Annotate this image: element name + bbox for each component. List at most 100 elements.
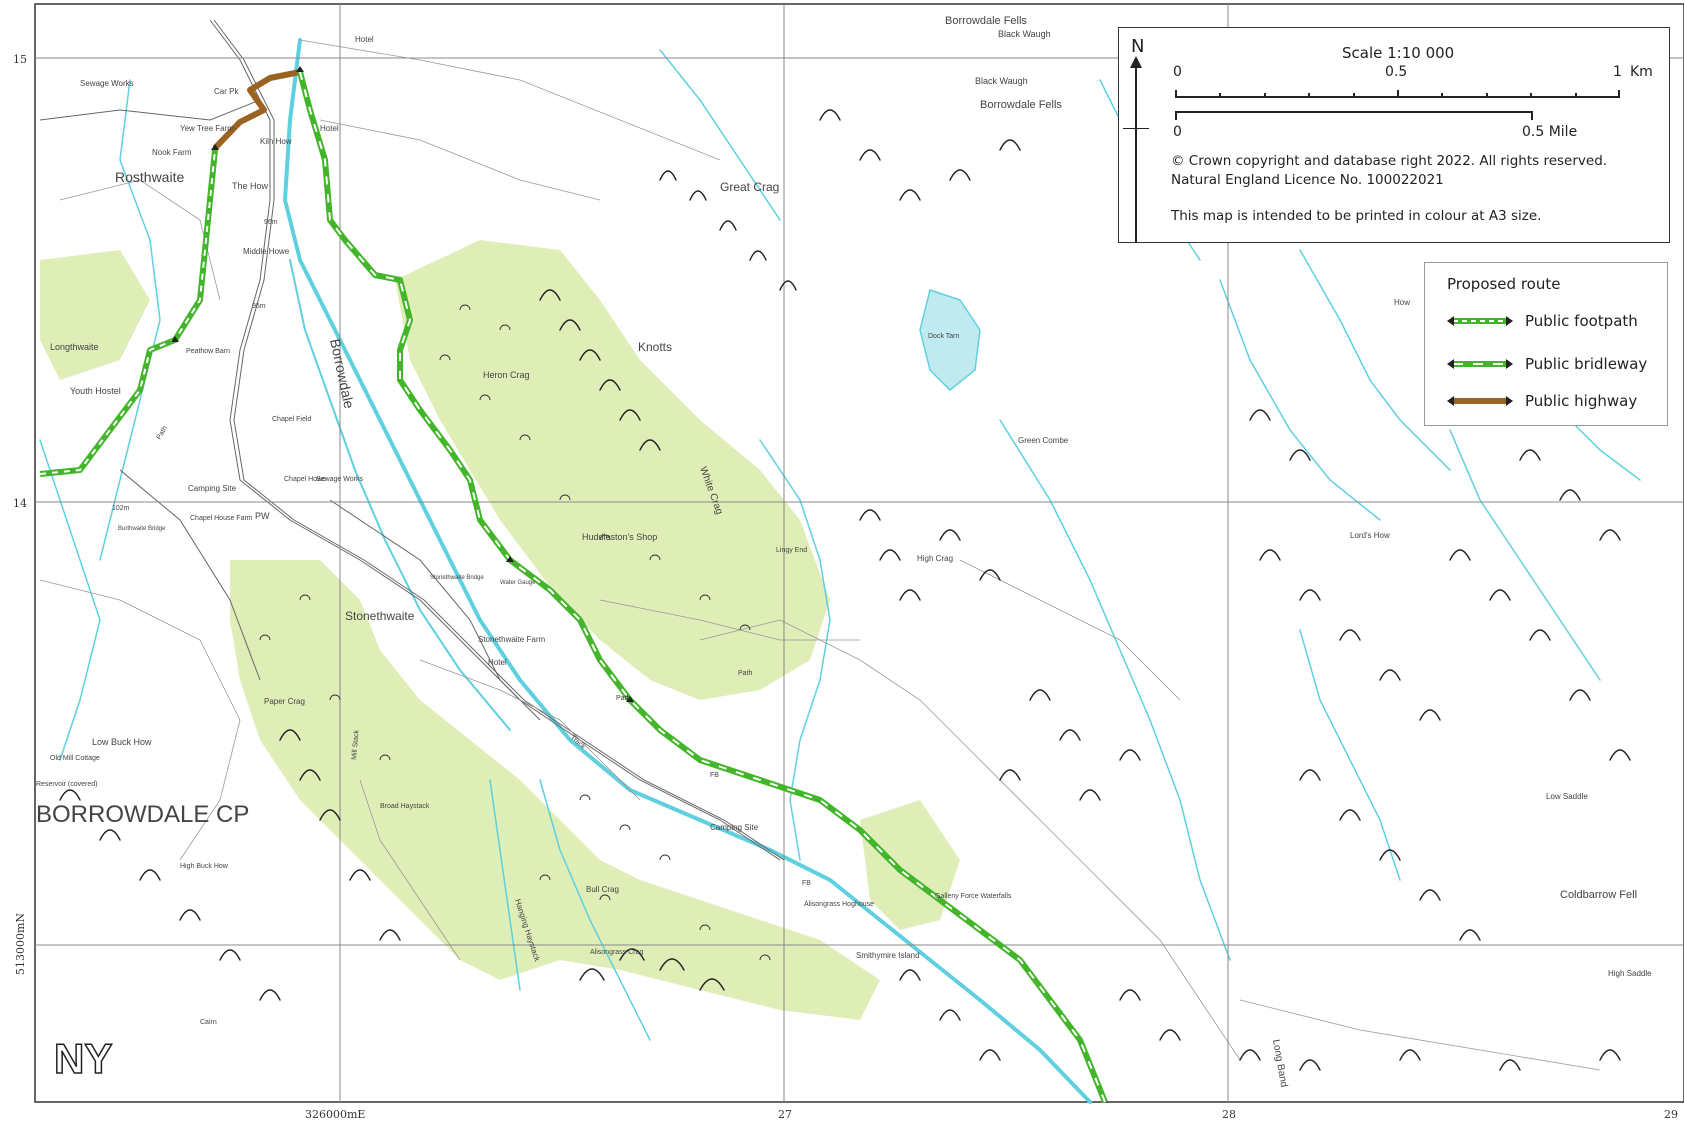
grid-label-n15: 15 (13, 53, 27, 66)
label-mill-stack: Mill Stack (351, 729, 361, 760)
label-low-buck-how: Low Buck How (92, 737, 152, 747)
legend: Proposed route Public footpath Public br… (1424, 262, 1668, 426)
label-middle-howe: Middle Howe (243, 247, 290, 256)
grid-label-e27: 27 (778, 1108, 792, 1121)
mile-scale-bar (1175, 111, 1532, 113)
label-broad-haystack: Broad Haystack (380, 803, 430, 810)
label-chapel-howe: Chapel Howe (284, 476, 326, 483)
label-yew-tree-farm: Yew Tree Farm (180, 124, 234, 133)
label-cairn: Cairn (200, 1019, 217, 1026)
label-the-how: The How (232, 181, 269, 191)
woodland-areas (40, 240, 960, 1020)
label-huddlestons-shop: Huddleston's Shop (582, 532, 657, 542)
label-rosthwaite: Rosthwaite (115, 169, 184, 185)
route-public-bridleway[interactable] (297, 71, 1108, 1104)
tree-symbols (259, 304, 771, 961)
label-lingy-end: Lingy End (776, 547, 807, 554)
km-unit-label: Km (1630, 64, 1653, 80)
label-peathow-barn: Peathow Barn (186, 348, 230, 355)
label-low-saddle: Low Saddle (1546, 792, 1588, 801)
label-chapel-field: Chapel Field (272, 416, 311, 423)
label-how: How (1394, 298, 1410, 307)
label-high-buck-how: High Buck How (180, 863, 229, 870)
legend-footpath-label: Public footpath (1525, 312, 1638, 330)
label-high-saddle: High Saddle (1608, 969, 1652, 978)
print-note: This map is intended to be printed in co… (1171, 208, 1542, 224)
label-heron-crag: Heron Crag (483, 370, 530, 380)
label-longthwaite: Longthwaite (50, 342, 99, 352)
mile-zero-label: 0 (1173, 124, 1182, 140)
north-arrow-tick (1123, 128, 1149, 129)
label-ny: NY (54, 1035, 112, 1082)
route-public-footpath[interactable] (39, 149, 218, 477)
label-old-mill-cottage: Old Mill Cottage (50, 755, 100, 762)
label-hotel-1: Hotel (355, 35, 374, 44)
label-black-waugh-2: Black Waugh (975, 76, 1028, 86)
label-high-crag: High Crag (917, 554, 953, 563)
label-water-gauge: Water Gauge (500, 580, 536, 586)
km-one-label: 1 (1613, 64, 1622, 80)
label-stonethwaite-farm: Stonethwaite Farm (478, 635, 545, 644)
label-galleny-force: Galleny Force Waterfalls (935, 893, 1012, 900)
label-spot-95m: 95m (252, 303, 266, 310)
label-stonethwaite: Stonethwaite (345, 609, 415, 623)
label-youth-hostel: Youth Hostel (70, 386, 121, 396)
label-alisongrass-crag: Alisongrass Crag (590, 949, 643, 956)
label-spot-96m: 96m (264, 219, 278, 226)
label-pw: PW (255, 511, 270, 521)
label-green-combe: Green Combe (1018, 436, 1069, 445)
label-dock-tarn: Dock Tarn (928, 333, 959, 340)
highway-symbol-icon (1447, 396, 1513, 406)
route-public-highway[interactable] (212, 69, 301, 151)
label-bull-crag: Bull Crag (586, 885, 619, 894)
bridleway-symbol-icon (1447, 359, 1513, 369)
label-lords-how: Lord's How (1350, 531, 1390, 540)
label-path-1: Path (738, 670, 753, 677)
label-sewage-works-1: Sewage Works (80, 79, 134, 88)
label-borrowdale-fells-2: Borrowdale Fells (980, 99, 1062, 111)
label-smithymire-island: Smithymire Island (856, 951, 920, 960)
label-fb-2: FB (802, 880, 811, 887)
footpath-symbol-icon (1447, 316, 1513, 326)
grid-labels: 15 14 513000mN 326000mE 27 28 29 (13, 53, 1678, 1121)
km-half-label: 0.5 (1385, 64, 1408, 80)
copyright-text: © Crown copyright and database right 202… (1171, 152, 1607, 190)
label-fb-1: FB (710, 772, 719, 779)
grid-label-e28: 28 (1222, 1108, 1236, 1121)
north-arrow-icon (1130, 56, 1142, 243)
copyright-line-1: © Crown copyright and database right 202… (1171, 153, 1608, 169)
label-chapel-house-farm: Chapel House Farm (190, 515, 253, 522)
label-nook-farm: Nook Farm (152, 148, 192, 157)
scale-title: Scale 1:10 000 (1342, 44, 1455, 62)
label-hotel-2: Hotel (320, 124, 339, 133)
label-alisongrass-hoghouse: Alisongrass Hoghouse (804, 901, 874, 908)
grid-label-e26: 326000mE (305, 1108, 365, 1121)
label-black-waugh-1: Black Waugh (998, 29, 1051, 39)
km-zero-label: 0 (1173, 64, 1182, 80)
legend-highway-label: Public highway (1525, 392, 1638, 410)
mile-half-label: 0.5 Mile (1522, 124, 1578, 140)
legend-item-bridleway: Public bridleway (1447, 354, 1647, 374)
scale-box: N Scale 1:10 000 0 0.5 1 Km 0 0.5 Mile ©… (1118, 27, 1670, 243)
legend-item-footpath: Public footpath (1447, 311, 1638, 331)
grid-label-n13: 513000mN (14, 913, 27, 975)
label-path-2: Path (616, 695, 631, 702)
grid-label-e29: 29 (1664, 1108, 1678, 1121)
roads (39, 19, 785, 861)
label-spot-102m: 102m (112, 505, 130, 512)
map-labels: Borrowdale Fells Black Waugh Black Waugh… (36, 15, 1652, 1088)
label-camping-site-1: Camping Site (188, 484, 237, 493)
label-coldbarrow-fell: Coldbarrow Fell (1560, 889, 1637, 901)
watercourses (39, 38, 1641, 1104)
label-borrowdale-cp: BORROWDALE CP (36, 801, 249, 828)
label-camping-site-2: Camping Site (710, 823, 759, 832)
legend-bridleway-label: Public bridleway (1525, 355, 1648, 373)
route-waypoints (171, 66, 634, 702)
legend-title: Proposed route (1447, 275, 1561, 293)
label-car-pk: Car Pk (214, 87, 239, 96)
label-stonethwaite-bridge: Stonethwaite Bridge (430, 575, 484, 581)
dock-tarn (919, 289, 981, 392)
label-great-crag: Great Crag (720, 180, 779, 194)
label-burthwaite-bridge: Burthwaite Bridge (118, 526, 166, 532)
label-hotel-3: Hotel (488, 658, 507, 667)
